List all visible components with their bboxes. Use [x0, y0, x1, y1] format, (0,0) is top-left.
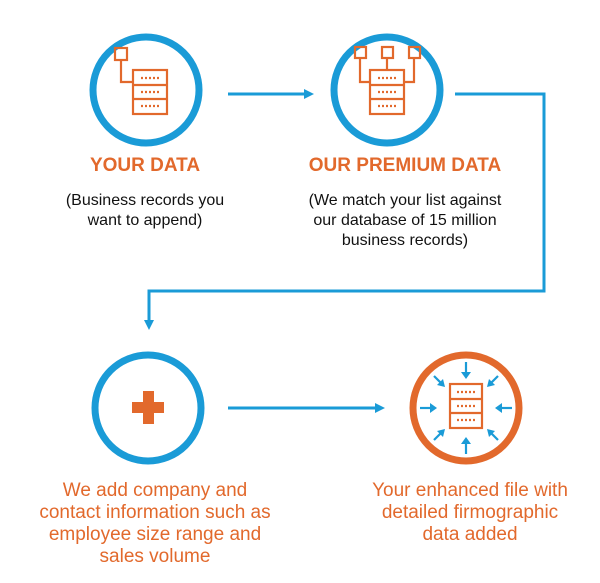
result-desc-line: data added — [422, 524, 518, 545]
add-desc-line: employee size range and — [48, 524, 262, 545]
result-circle — [409, 351, 523, 465]
result-desc-line: detailed firmographic — [381, 502, 559, 523]
your-data-node — [89, 33, 203, 147]
premium-data-desc-line: our database of 15 million — [313, 212, 497, 229]
premium-data-circle — [330, 33, 444, 147]
your-data-description: (Business records you want to append) — [45, 191, 245, 231]
your-data-title: YOUR DATA — [70, 155, 220, 177]
your-data-desc-line: (Business records you — [65, 192, 225, 209]
database-network-icon — [353, 45, 422, 116]
enriched-database-icon — [420, 362, 512, 454]
result-desc-line: Your enhanced file with — [372, 480, 568, 501]
your-data-desc-line: want to append) — [87, 212, 203, 229]
database-server-icon — [113, 46, 169, 116]
premium-data-title-text: OUR PREMIUM DATA — [308, 155, 502, 176]
your-data-title-text: YOUR DATA — [89, 155, 201, 176]
premium-data-description: (We match your list against our database… — [275, 191, 535, 251]
add-node — [91, 351, 205, 465]
add-circle — [91, 351, 205, 465]
result-node — [409, 351, 523, 465]
result-description: Your enhanced file with detailed firmogr… — [340, 480, 600, 546]
premium-data-desc-line: business records) — [341, 232, 469, 249]
add-desc-line: sales volume — [99, 546, 211, 567]
add-description: We add company and contact information s… — [20, 480, 290, 568]
add-desc-line: contact information such as — [39, 502, 271, 523]
your-data-circle — [89, 33, 203, 147]
plus-icon — [132, 391, 164, 424]
add-desc-line: We add company and — [62, 480, 248, 501]
premium-data-title: OUR PREMIUM DATA — [280, 155, 530, 177]
premium-data-node — [330, 33, 444, 147]
premium-data-desc-line: (We match your list against — [308, 192, 502, 209]
connector-premium-to-add — [144, 92, 546, 330]
